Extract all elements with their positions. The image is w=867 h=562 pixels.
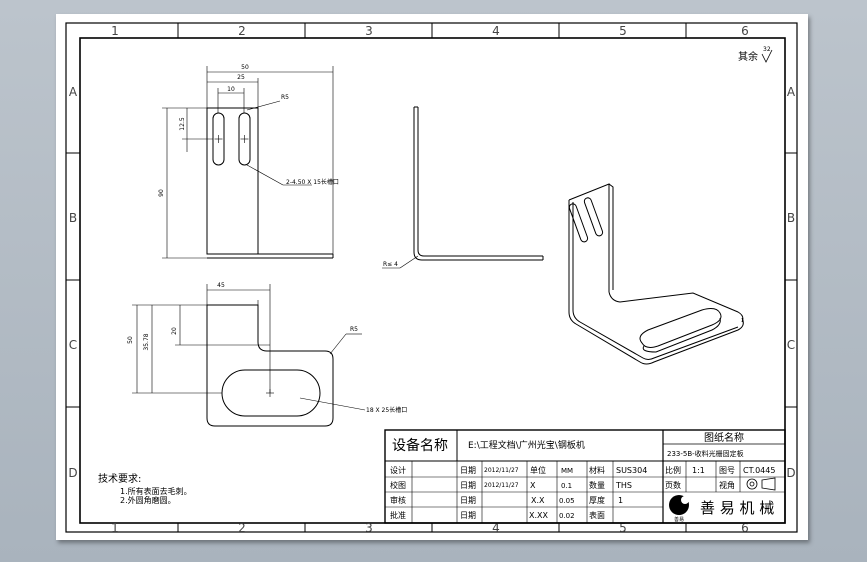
- notes-item-2: 2.外圆角磨圆。: [120, 495, 176, 505]
- equip-name-label: 设备名称: [392, 437, 448, 454]
- zone-col-4: 4: [492, 24, 500, 38]
- dim-front-50: 50: [241, 64, 249, 71]
- row1-code: CT.0445: [743, 466, 775, 475]
- zone-col-1: 1: [111, 24, 119, 38]
- zone-col-6: 6: [741, 24, 749, 38]
- zone-row-b: B: [69, 211, 77, 225]
- dim-front-12-5: 12.5: [179, 117, 186, 131]
- dim-front-25: 25: [237, 74, 245, 81]
- zone-row-d-right: D: [786, 466, 795, 480]
- dim-front-slots: 2-4.50 X 15长槽口: [286, 178, 339, 186]
- zone-col-1-bottom: 1: [111, 521, 119, 535]
- row2-role: 校图: [390, 480, 406, 490]
- row1-scale: 1:1: [692, 466, 705, 475]
- zone-col-2-bottom: 2: [238, 521, 246, 535]
- dim-front-10: 10: [227, 86, 235, 93]
- dim-top-slot: 18 X 25长槽口: [366, 406, 407, 414]
- company-name: 善 易 机 械: [700, 499, 774, 517]
- dim-top-45: 45: [217, 282, 225, 289]
- side-view: [382, 106, 544, 269]
- title-block: [384, 429, 786, 524]
- row1-scale-label: 比例: [665, 465, 681, 475]
- row2-date-label: 日期: [460, 481, 476, 490]
- row4-unit-label: X.XX: [529, 511, 549, 520]
- dim-top-r5: R5: [350, 326, 358, 333]
- row1-role: 设计: [390, 465, 406, 475]
- drawing-sheet: [56, 14, 808, 540]
- zone-row-c: C: [69, 338, 77, 352]
- front-dimensions: [162, 66, 334, 259]
- equip-path: E:\工程文档\广州光宝\钢板机: [468, 439, 585, 451]
- row1-date-label: 日期: [460, 466, 476, 475]
- row2-mat-label: 数量: [589, 480, 605, 490]
- zone-col-6-bottom: 6: [741, 521, 749, 535]
- row4-role: 批准: [390, 510, 406, 520]
- notes-title: 技术要求:: [98, 472, 141, 485]
- row4-unit: 0.02: [559, 512, 575, 520]
- row3-unit: 0.05: [559, 497, 575, 505]
- zone-col-3: 3: [365, 24, 373, 38]
- row2-unit: 0.1: [561, 482, 572, 490]
- row3-unit-label: X.X: [531, 496, 545, 505]
- row3-date-label: 日期: [460, 496, 476, 505]
- company-logo-text: 善易: [674, 516, 684, 523]
- surface-finish-value: 32: [763, 46, 771, 53]
- zone-col-5-bottom: 5: [619, 521, 627, 535]
- row4-date-label: 日期: [460, 511, 476, 520]
- drawing-name-label: 图纸名称: [704, 431, 744, 444]
- row1-mat-label: 材料: [589, 465, 605, 475]
- dim-front-90: 90: [158, 189, 165, 197]
- row2-date: 2012/11/27: [484, 482, 519, 489]
- top-dimensions: [132, 284, 366, 411]
- row1-mat: SUS304: [616, 466, 647, 475]
- dim-top-20: 20: [171, 327, 178, 335]
- zone-row-d: D: [68, 466, 77, 480]
- row2-unit-label: X: [530, 481, 536, 490]
- row4-mat-label: 表面: [589, 510, 605, 520]
- dim-front-r5: R5: [281, 94, 289, 101]
- front-slot-right: [238, 112, 251, 166]
- surface-finish-label: 其余: [738, 50, 758, 63]
- drawing-name: 233-5B-收料光栅固定板: [667, 449, 744, 458]
- isometric-view: [568, 183, 744, 365]
- zone-col-3-bottom: 3: [365, 521, 373, 535]
- row3-role: 审核: [390, 495, 406, 505]
- zone-row-a: A: [69, 85, 78, 99]
- front-view: [206, 107, 334, 259]
- dim-side-radius: R≤ 4: [383, 261, 398, 268]
- surface-finish-symbol: 其余 32: [738, 46, 773, 63]
- notes-item-1: 1.所有表面去毛刺。: [120, 486, 192, 496]
- row1-date: 2012/11/27: [484, 467, 519, 474]
- zone-row-b-right: B: [787, 211, 795, 225]
- row2-mat: THS: [615, 481, 632, 490]
- row3-mat: 1: [618, 496, 623, 505]
- row3-mat-label: 厚度: [589, 495, 605, 505]
- zone-row-a-right: A: [787, 85, 796, 99]
- row2-scale-label: 页数: [665, 480, 681, 490]
- zone-col-4-bottom: 4: [492, 521, 500, 535]
- zone-col-5: 5: [619, 24, 627, 38]
- row1-unit-label: 单位: [530, 465, 546, 475]
- top-plate-outline: [206, 304, 334, 427]
- zone-col-2: 2: [238, 24, 246, 38]
- dim-top-50: 50: [127, 336, 134, 344]
- surface-check-icon: [761, 49, 773, 63]
- zone-row-c-right: C: [787, 338, 795, 352]
- company-logo: 善易: [669, 495, 689, 523]
- row2-code-label: 视角: [719, 480, 735, 490]
- row1-code-label: 图号: [719, 466, 735, 475]
- projection-angle-icon: [746, 477, 776, 491]
- dim-top-35-78: 35.78: [143, 333, 150, 350]
- zone-ticks: [66, 23, 797, 532]
- row1-unit: MM: [561, 467, 573, 475]
